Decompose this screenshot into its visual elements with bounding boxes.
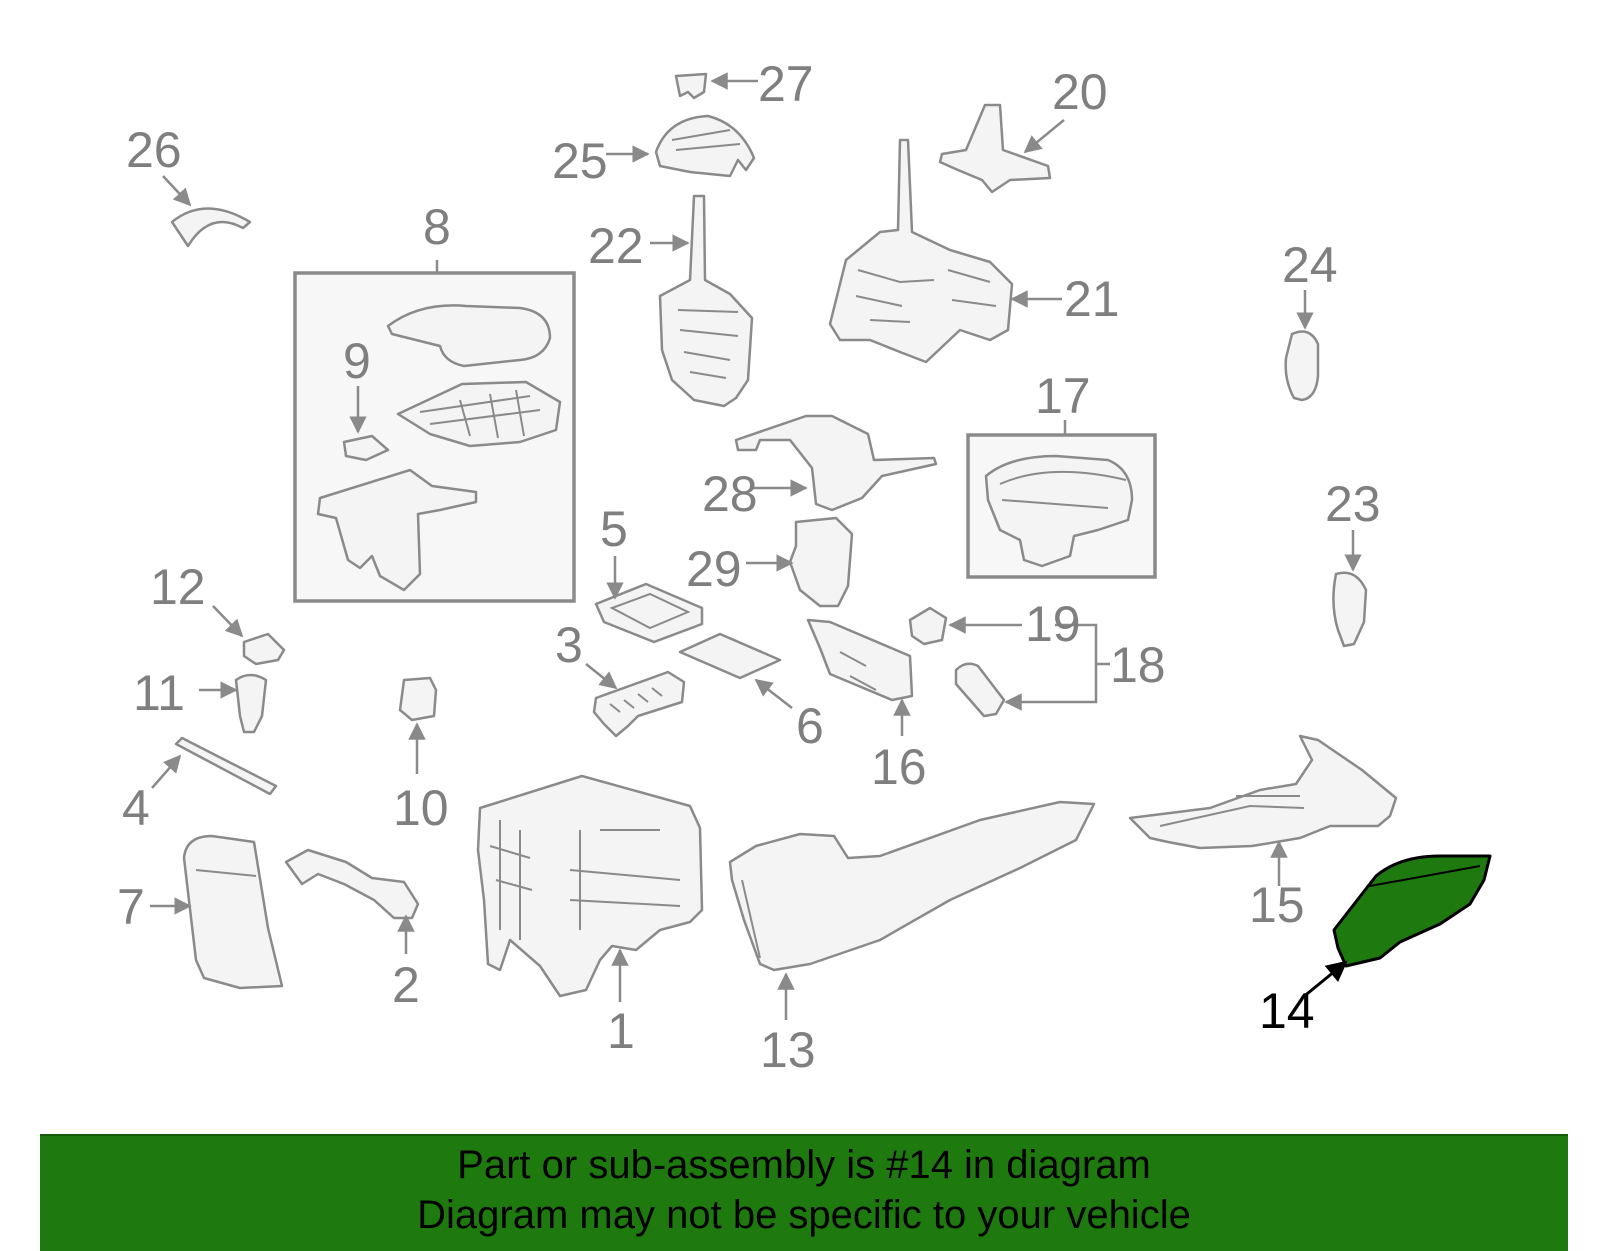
- info-banner: Part or sub-assembly is #14 in diagram D…: [40, 1134, 1568, 1251]
- part-29-shape[interactable]: [788, 516, 854, 608]
- part-27-shape[interactable]: [674, 72, 708, 100]
- part-10-shape[interactable]: [398, 676, 438, 722]
- callout-14: 14: [1259, 983, 1315, 1039]
- callout-1: 1: [607, 1003, 635, 1059]
- part-12-shape[interactable]: [242, 632, 286, 666]
- part-26-shape[interactable]: [170, 207, 252, 248]
- callout-8: 8: [423, 199, 451, 255]
- part-25-shape[interactable]: [654, 114, 756, 178]
- part-23-shape[interactable]: [1332, 571, 1368, 648]
- callout-10: 10: [393, 780, 449, 836]
- callout-11: 11: [133, 665, 185, 721]
- part-24-shape[interactable]: [1284, 330, 1320, 402]
- callout-3: 3: [555, 617, 583, 673]
- callout-21: 21: [1064, 271, 1120, 327]
- part-20-shape[interactable]: [938, 103, 1052, 194]
- banner-line-1: Part or sub-assembly is #14 in diagram: [457, 1143, 1151, 1187]
- parts-diagram: 26 27 25 20 22 21 24 8 9 17 28 23 29 5 1…: [117, 56, 1492, 1078]
- callout-5: 5: [600, 501, 628, 557]
- part-6-shape[interactable]: [678, 632, 782, 680]
- part-8-lid-shape[interactable]: [386, 304, 552, 368]
- callout-25: 25: [552, 133, 608, 189]
- callout-17: 17: [1035, 368, 1091, 424]
- leader-lines: [150, 72, 1362, 1020]
- part-28-shape[interactable]: [734, 414, 938, 512]
- part-1-shape[interactable]: [476, 774, 704, 998]
- part-22-shape[interactable]: [658, 194, 754, 408]
- callout-13: 13: [760, 1022, 816, 1078]
- part-2-shape[interactable]: [284, 848, 420, 920]
- part-18-shape[interactable]: [954, 662, 1006, 718]
- callout-20: 20: [1052, 64, 1108, 120]
- callout-12: 12: [150, 559, 206, 615]
- part-7-shape[interactable]: [182, 834, 284, 990]
- callout-16: 16: [871, 739, 927, 795]
- callout-29: 29: [686, 541, 742, 597]
- part-8-hinge-shape[interactable]: [316, 468, 478, 592]
- callout-2: 2: [392, 957, 420, 1013]
- callout-19: 19: [1025, 596, 1081, 652]
- callout-15: 15: [1249, 877, 1305, 933]
- callout-4: 4: [122, 780, 150, 836]
- callout-7: 7: [117, 879, 145, 935]
- callout-6: 6: [796, 698, 824, 754]
- part-17-shape[interactable]: [984, 454, 1134, 568]
- callout-28: 28: [702, 466, 758, 522]
- callout-24: 24: [1282, 237, 1338, 293]
- callout-22: 22: [588, 218, 644, 274]
- part-9-shape[interactable]: [342, 434, 390, 462]
- part-11-shape[interactable]: [234, 673, 268, 734]
- part-14-shape[interactable]: [1332, 854, 1492, 968]
- callout-9: 9: [343, 333, 371, 389]
- callout-26: 26: [126, 122, 182, 178]
- part-4-shape[interactable]: [174, 736, 278, 796]
- callout-18: 18: [1110, 637, 1166, 693]
- callout-23: 23: [1325, 476, 1381, 532]
- part-3-shape[interactable]: [592, 670, 686, 738]
- banner-line-2: Diagram may not be specific to your vehi…: [417, 1193, 1191, 1237]
- part-15-shape[interactable]: [1128, 734, 1398, 850]
- part-16-shape[interactable]: [806, 618, 914, 702]
- part-13-shape[interactable]: [728, 800, 1096, 972]
- part-19-shape[interactable]: [908, 606, 948, 646]
- callout-27: 27: [758, 56, 814, 112]
- part-21-shape[interactable]: [828, 138, 1014, 364]
